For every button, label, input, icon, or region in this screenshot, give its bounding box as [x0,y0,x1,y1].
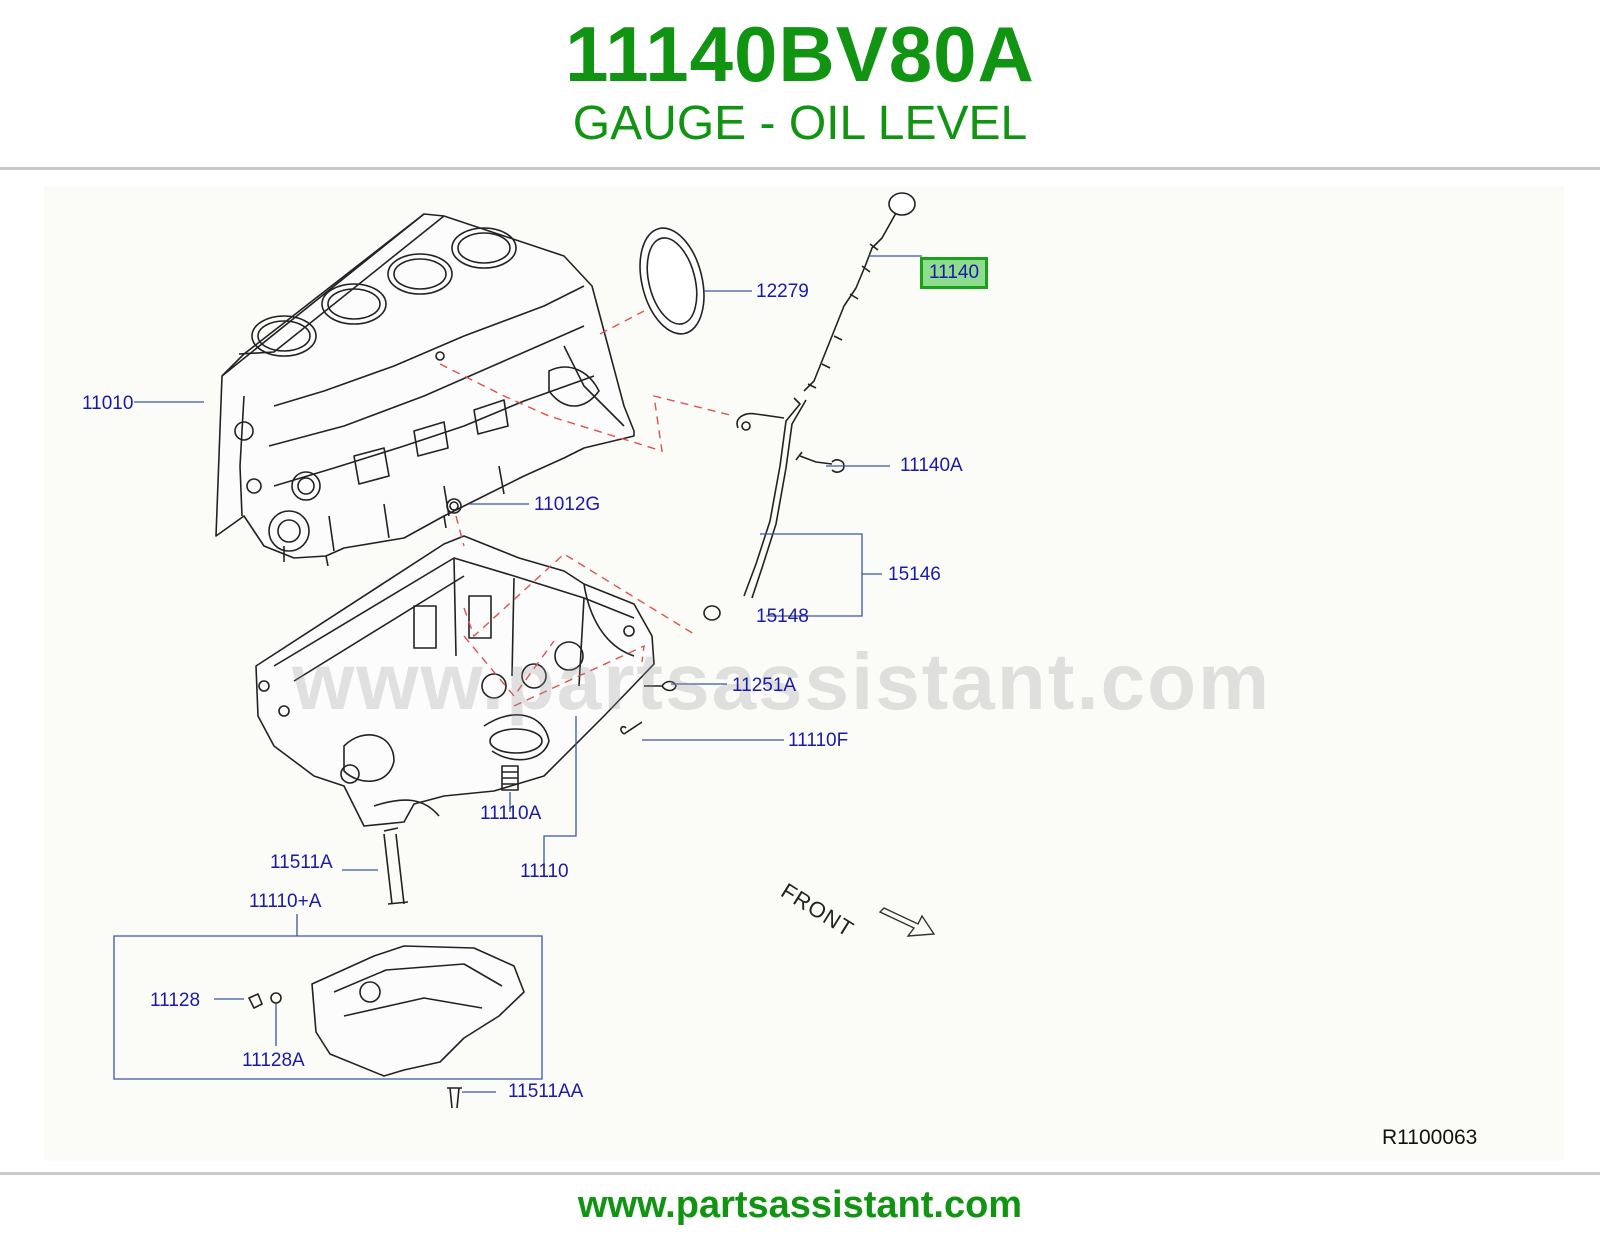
upper-oil-pan-drawing [255,535,655,827]
footer-site-url[interactable]: www.partsassistant.com [577,1184,1023,1226]
callout-11110-plus-A[interactable]: 11110+A [249,891,322,912]
callout-11012G[interactable]: 11012G [534,494,601,515]
callout-11140-highlighted[interactable]: 11140 [920,257,989,289]
callout-15148[interactable]: 15148 [756,606,809,627]
lower-oil-pan-drawing [248,945,525,1077]
callout-11128[interactable]: 11128 [150,990,201,1011]
rear-seal-drawing [639,227,705,335]
callout-11128A[interactable]: 11128A [242,1050,305,1071]
callout-11251A[interactable]: 11251A [732,675,797,696]
callout-11110[interactable]: 11110 [520,861,569,882]
bolts-drawing [383,451,845,1109]
diagram-artwork [113,192,936,1109]
part-name-subtitle: GAUGE - OIL LEVEL [572,97,1028,150]
callout-11511A[interactable]: 11511A [270,852,333,873]
engine-block-drawing [215,213,635,567]
callout-11140A[interactable]: 11140A [900,455,963,476]
page-header: 11140BV80A GAUGE - OIL LEVEL [0,0,1600,168]
callout-11110A[interactable]: 11110A [480,803,542,824]
callout-15146[interactable]: 15146 [888,564,941,585]
header-divider [0,167,1600,170]
callout-11110F[interactable]: 11110F [788,730,849,751]
footer-divider [0,1172,1600,1175]
dipstick-drawing [803,192,916,392]
callout-12279[interactable]: 12279 [756,281,809,302]
front-arrow-drawing [878,907,936,937]
parts-diagram: www.partsassistant.com 11140 12279 11010… [44,186,1564,1161]
callout-11511AA[interactable]: 11511AA [508,1081,584,1102]
watermark-text: www.partsassistant.com [292,637,1272,726]
dipstick-tube-drawing [703,397,807,621]
part-number-title: 11140BV80A [565,10,1035,98]
callout-11010[interactable]: 11010 [82,393,134,414]
diagram-reference-code: R1100063 [1382,1126,1478,1149]
